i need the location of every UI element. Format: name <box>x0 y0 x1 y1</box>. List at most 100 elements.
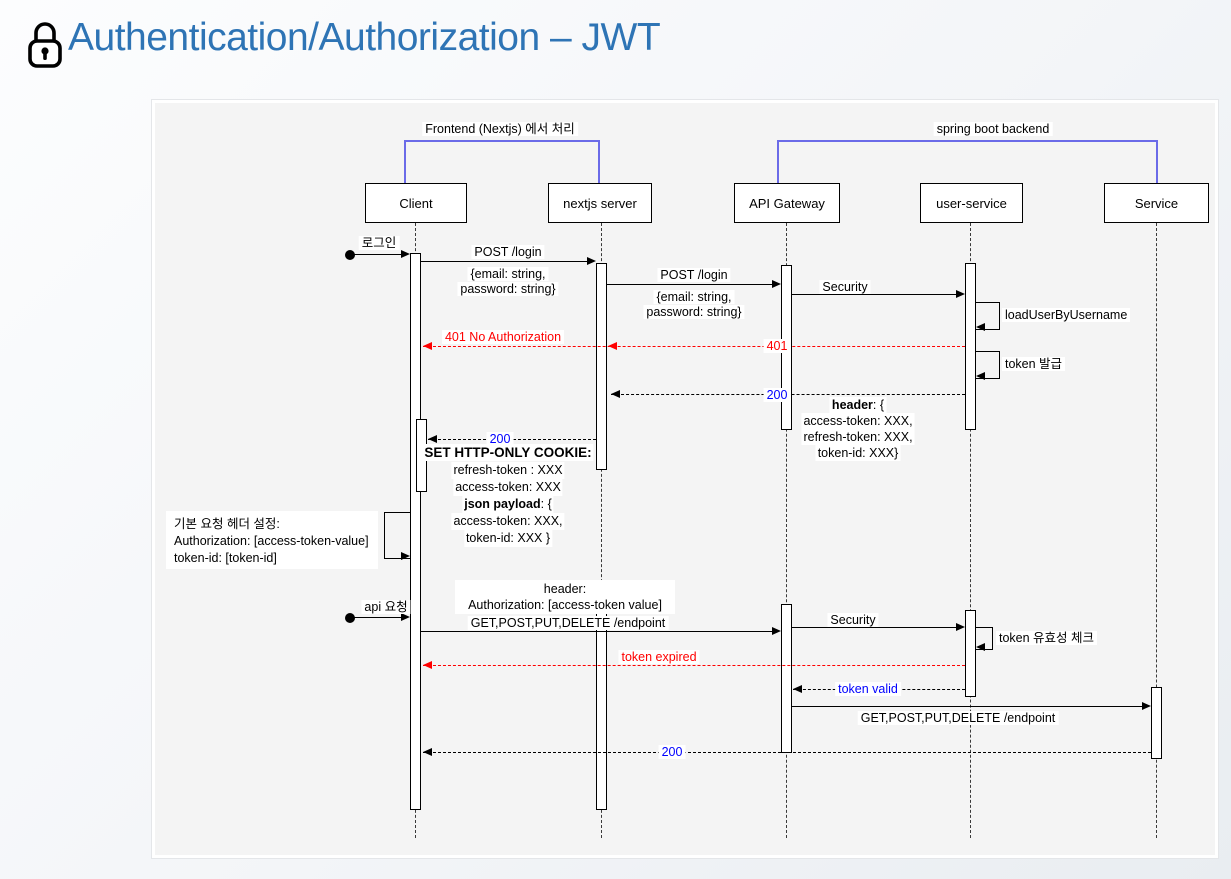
line-login <box>354 254 401 255</box>
participant-api-gateway: API Gateway <box>734 183 840 223</box>
arrowhead-401-nextjs <box>608 342 617 350</box>
participant-gateway-label: API Gateway <box>749 195 825 211</box>
frontend-bracket-right-leg <box>598 140 600 183</box>
lock-icon <box>28 22 62 68</box>
note-default-header-line-3: token-id: [token-id] <box>174 551 277 565</box>
line-security-2 <box>792 627 956 628</box>
label-post-login-1: POST /login <box>471 245 545 259</box>
note-set-cookie-line-3: access-token: XXX <box>453 479 563 496</box>
participant-client: Client <box>365 183 467 223</box>
arrowhead-200-a <box>611 390 620 398</box>
label-200-a: 200 <box>763 388 791 402</box>
arrowhead-post-login-1 <box>587 257 596 265</box>
frontend-group-bracket <box>404 140 600 142</box>
label-401: 401 <box>763 339 791 353</box>
note-set-cookie: SET HTTP-ONLY COOKIE: refresh-token : XX… <box>422 444 594 547</box>
label-api-request: api 요청 <box>361 600 411 614</box>
activation-service <box>1151 687 1162 759</box>
label-token-expired: token expired <box>618 650 700 664</box>
participant-client-label: Client <box>399 195 433 211</box>
line-security-1 <box>792 294 956 295</box>
selfloop-token-issue <box>976 351 1000 379</box>
selfloop-load-user <box>976 302 1000 330</box>
participant-user-service: user-service <box>920 183 1023 223</box>
note-set-cookie-line-1: SET HTTP-ONLY COOKIE: <box>422 444 594 461</box>
participant-nextjs-label: nextjs server <box>563 195 637 211</box>
diagram-panel <box>152 100 1218 858</box>
participant-service-label: Service <box>1134 195 1179 211</box>
label-post-login-2-body-1: {email: string, <box>653 290 735 304</box>
arrowhead-get-endpoint-1 <box>772 627 781 635</box>
note-api-header: header: Authorization: [access-token val… <box>455 580 675 614</box>
arrowhead-api-request <box>401 613 410 621</box>
participant-nextjs-server: nextjs server <box>548 183 652 223</box>
note-response-header-line-2: access-token: XXX, <box>801 413 915 429</box>
label-post-login-1-body-1: {email: string, <box>467 267 549 281</box>
note-response-header-line-4: token-id: XXX} <box>815 445 901 461</box>
activation-user-service-2 <box>965 610 976 697</box>
label-login: 로그인 <box>358 236 400 250</box>
line-get-endpoint-1 <box>421 631 772 632</box>
arrowhead-token-check <box>976 643 985 651</box>
arrowhead-200-b <box>428 435 437 443</box>
note-set-cookie-line-6: token-id: XXX } <box>463 530 553 547</box>
note-set-cookie-line-5: access-token: XXX, <box>451 513 565 530</box>
participant-service: Service <box>1104 183 1209 223</box>
activation-nextjs-1 <box>596 263 607 470</box>
label-401-full: 401 No Authorization <box>441 330 565 344</box>
label-post-login-1-body-2: password: string} <box>457 282 559 296</box>
lifeline-user-service <box>970 223 971 838</box>
line-api-request <box>354 617 401 618</box>
label-security-2: Security <box>827 613 879 627</box>
note-set-cookie-line-2: refresh-token : XXX <box>451 462 565 479</box>
arrowhead-token-expired <box>423 661 432 669</box>
backend-bracket-right-leg <box>1156 140 1158 183</box>
note-response-header-line-1: header: { <box>829 397 887 413</box>
arrowhead-post-login-2 <box>772 280 781 288</box>
note-set-cookie-line-4: json payload: { <box>462 496 554 513</box>
label-get-endpoint-2: GET,POST,PUT,DELETE /endpoint <box>857 711 1059 725</box>
line-401 <box>423 346 965 347</box>
start-dot-api-request <box>345 613 355 623</box>
arrowhead-security-2 <box>956 623 965 631</box>
arrowhead-token-issue <box>976 372 985 380</box>
arrowhead-token-valid <box>793 685 802 693</box>
note-default-header-line-2: Authorization: [access-token-value] <box>174 534 369 548</box>
arrowhead-401-client <box>423 342 432 350</box>
label-security-1: Security <box>819 280 871 294</box>
activation-gateway-2 <box>781 604 792 753</box>
note-api-header-line-2: Authorization: [access-token value] <box>468 597 662 612</box>
line-get-endpoint-2 <box>792 706 1142 707</box>
note-default-header-line-1: 기본 요청 헤더 설정: <box>174 517 280 531</box>
line-200-c <box>423 752 1151 753</box>
note-api-header-line-1: header: <box>543 582 587 596</box>
backend-group-bracket <box>777 140 1157 142</box>
arrowhead-default-header <box>401 552 410 560</box>
label-post-login-2-body-2: password: string} <box>643 305 745 319</box>
selfloop-default-header <box>384 512 411 559</box>
page-title: Authentication/Authorization – JWT <box>68 16 661 59</box>
line-token-expired <box>423 665 965 666</box>
line-post-login-2 <box>607 284 772 285</box>
frontend-group-label: Frontend (Nextjs) 에서 처리 <box>422 122 578 136</box>
label-200-b: 200 <box>486 432 514 446</box>
lifeline-service <box>1156 223 1157 838</box>
label-200-c: 200 <box>658 745 686 759</box>
label-load-user: loadUserByUsername <box>1002 308 1131 322</box>
arrowhead-security-1 <box>956 290 965 298</box>
arrowhead-get-endpoint-2 <box>1142 702 1151 710</box>
frontend-bracket-left-leg <box>404 140 406 183</box>
arrowhead-login <box>401 250 410 258</box>
arrowhead-load-user <box>976 323 985 331</box>
note-response-header-line-3: refresh-token: XXX, <box>801 429 915 445</box>
activation-client-main <box>410 253 421 810</box>
participant-user-service-label: user-service <box>936 195 1007 211</box>
label-token-issue: token 발급 <box>1002 357 1066 371</box>
lifeline-gateway <box>786 223 787 838</box>
note-response-header: header: { access-token: XXX, refresh-tok… <box>801 397 915 461</box>
line-post-login-1 <box>421 261 587 262</box>
backend-bracket-left-leg <box>777 140 779 183</box>
arrowhead-200-c <box>423 748 432 756</box>
label-token-check: token 유효성 체크 <box>996 631 1098 645</box>
